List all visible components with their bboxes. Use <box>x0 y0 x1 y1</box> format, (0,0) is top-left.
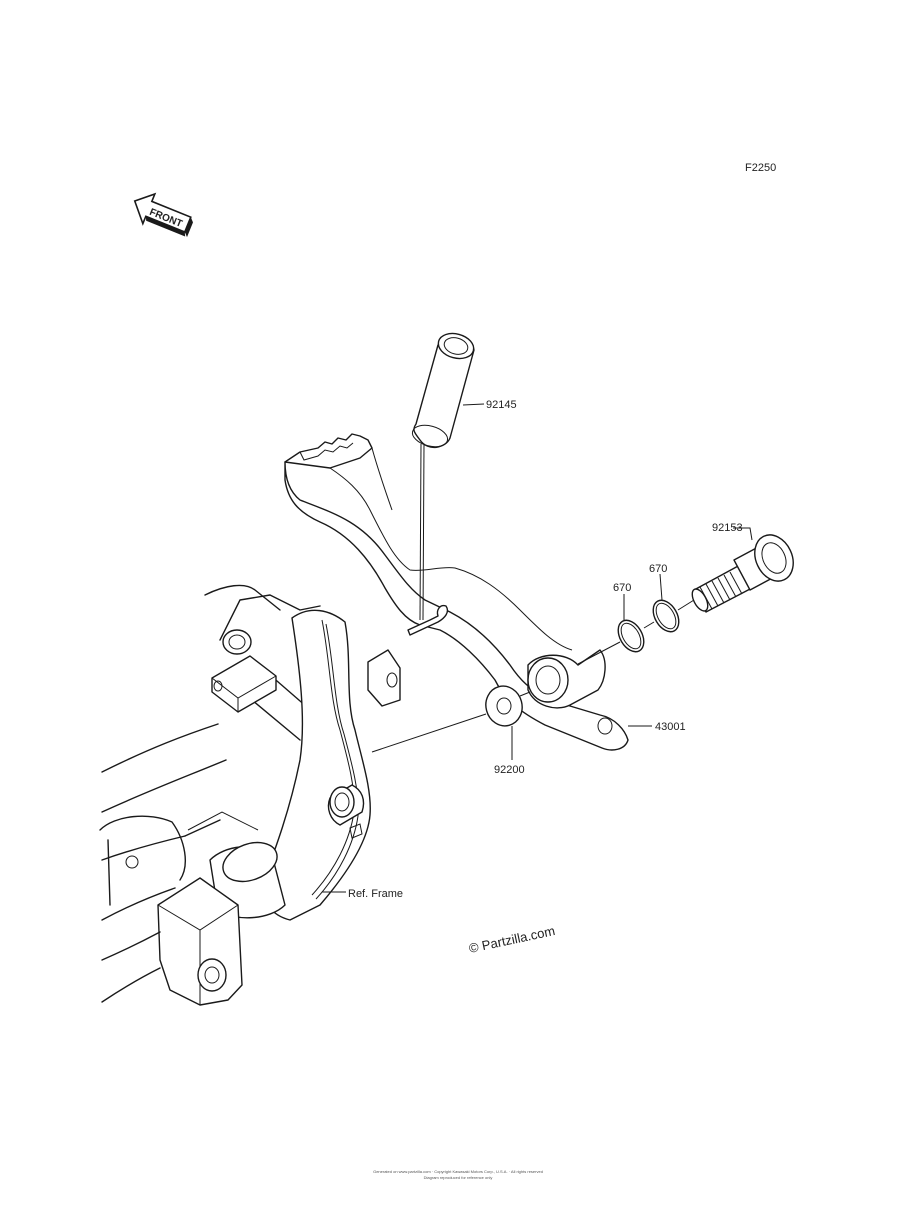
front-arrow-icon: FRONT <box>133 192 193 238</box>
leader-oring-2 <box>659 573 663 601</box>
leader-spring <box>462 403 485 406</box>
pivot-bolt <box>691 534 794 613</box>
footer-line-1: Generated on www.partzilla.com · Copyrig… <box>373 1169 543 1174</box>
callout-frame: Ref. Frame <box>348 888 403 900</box>
footer-line-2: Diagram reproduced for reference only <box>424 1175 493 1180</box>
callout-oring-1: 670 <box>613 582 631 594</box>
callout-pivot-bolt: 92153 <box>712 522 743 534</box>
axis-line <box>643 621 655 629</box>
callout-oring-2: 670 <box>649 563 667 575</box>
washer <box>485 685 523 727</box>
frame-assembly <box>99 584 401 1006</box>
return-spring <box>411 332 475 621</box>
axis-line <box>577 641 621 665</box>
axis-line <box>677 599 695 611</box>
o-rings <box>617 599 680 653</box>
callout-washer: 92200 <box>494 764 525 776</box>
axis-line <box>371 713 487 753</box>
leader-pivot-bolt <box>733 527 753 541</box>
callout-pedal: 43001 <box>655 721 686 733</box>
callout-spring: 92145 <box>486 399 517 411</box>
diagram-code: F2250 <box>745 162 776 174</box>
brake-pedal <box>284 433 629 751</box>
axis-line <box>519 691 531 697</box>
watermark: © Partzilla.com <box>468 923 557 956</box>
